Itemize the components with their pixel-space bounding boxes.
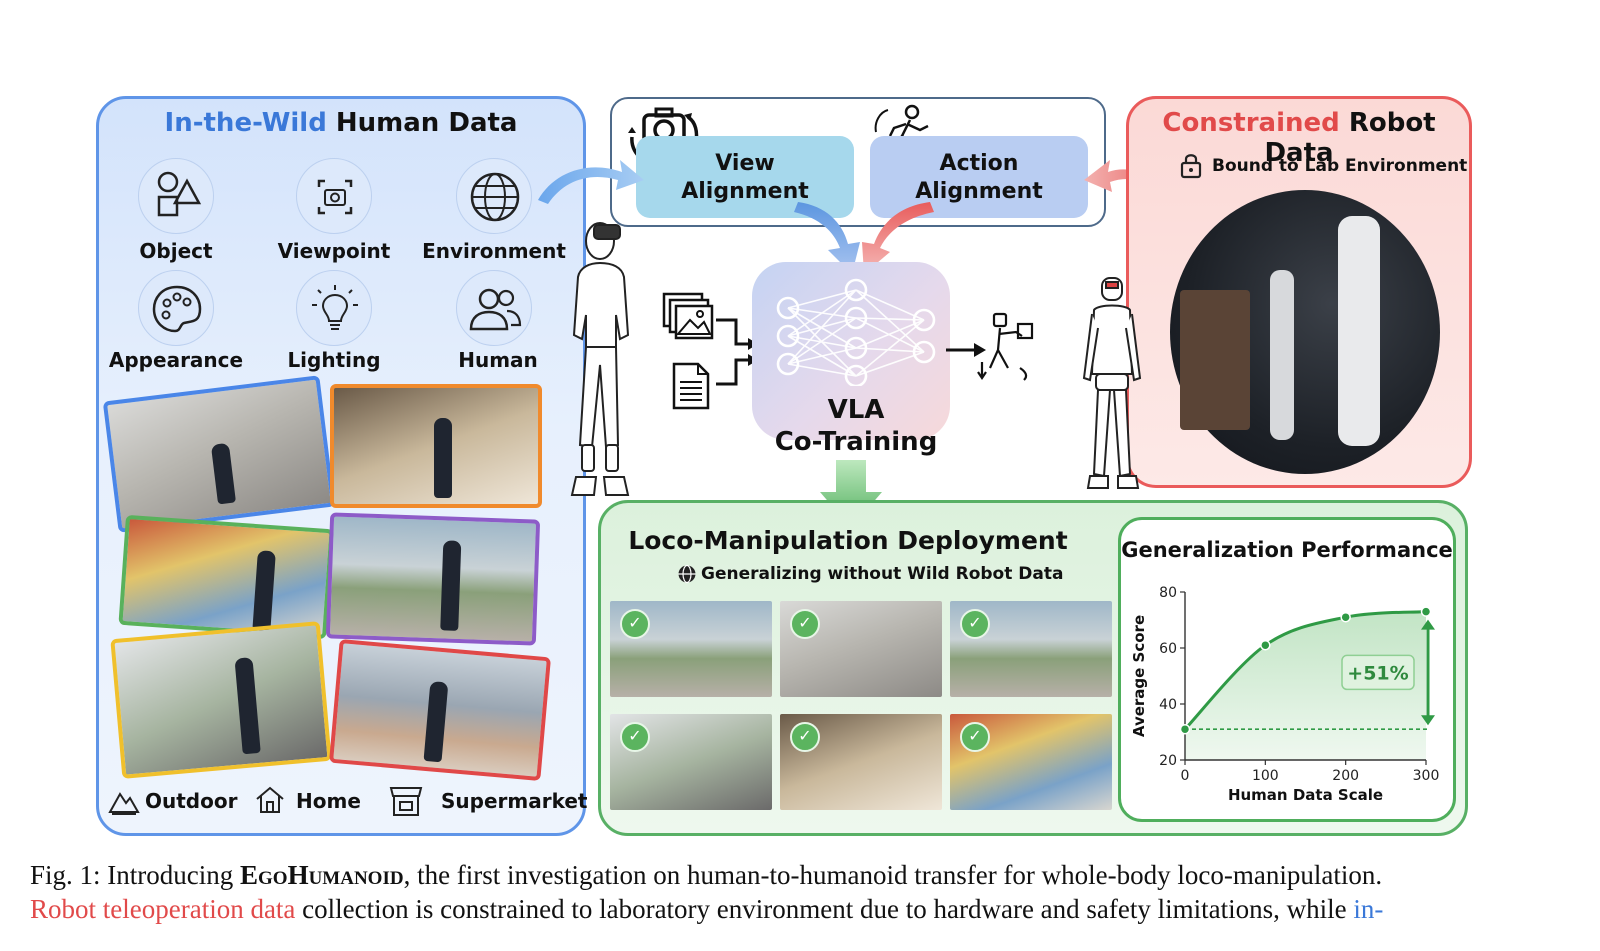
vla-line1: VLA (827, 395, 885, 425)
x-tick-label: 0 (1181, 768, 1190, 784)
human-with-headset-figure (570, 222, 630, 496)
attr-label-environment: Environment (422, 239, 566, 263)
action-alignment-line2: Alignment (915, 179, 1043, 204)
house-icon (254, 784, 286, 816)
gain-label: +51% (1347, 662, 1408, 684)
robot-to-action-arrow (1084, 160, 1176, 206)
area-fill (1185, 611, 1426, 760)
check-icon: ✓ (620, 609, 650, 639)
photo-city-street (328, 638, 552, 782)
lightbulb-icon (296, 270, 372, 346)
caption-label: Fig. 1: Introducing (30, 860, 240, 890)
action-alignment-line1: Action (939, 151, 1019, 176)
generalization-title: Generalization Performance (1121, 538, 1453, 562)
y-tick-label: 20 (1159, 753, 1177, 769)
store-icon (388, 784, 424, 818)
palette-icon (138, 270, 214, 346)
photo-home-bedroom (102, 375, 336, 533)
y-tick-label: 60 (1159, 641, 1177, 657)
check-icon: ✓ (620, 722, 650, 752)
data-point-2 (1340, 611, 1351, 623)
photo-office (110, 621, 332, 779)
people-icon (456, 270, 532, 346)
photo-outdoor-plaza (325, 512, 541, 646)
vla-to-deployment-arrow (820, 460, 882, 528)
robot-title-rest: Robot Data (1264, 108, 1436, 168)
title-rest: Human Data (335, 108, 518, 138)
shapes-icon (138, 158, 214, 234)
deploy-thumb-6: ✓ (950, 714, 1112, 810)
view-alignment-line2: Alignment (681, 179, 809, 204)
location-label-outdoor: Outdoor (145, 789, 238, 813)
y-axis-label: Average Score (1130, 615, 1148, 737)
caption-blue-text: in- (1353, 894, 1384, 924)
gain-label-box (1341, 654, 1415, 691)
attr-label-viewpoint: Viewpoint (277, 239, 391, 263)
caption-red-text: Robot teleoperation data (30, 894, 296, 924)
caption-mid-text: collection is constrained to laboratory … (295, 894, 1354, 924)
deploy-thumb-5: ✓ (780, 714, 942, 810)
attr-label-human: Human (458, 348, 538, 372)
view-alignment-chip: View Alignment (636, 136, 854, 218)
location-label-home: Home (296, 789, 361, 813)
globe-icon (456, 158, 532, 234)
image-stack-icon (662, 292, 714, 340)
gain-arrow-head-up (1421, 619, 1435, 630)
human-to-view-arrow (538, 160, 644, 204)
action-alignment-chip: Action Alignment (870, 136, 1088, 218)
lock-icon (1180, 154, 1202, 179)
robot-data-title: Constrained Robot Data (1126, 108, 1472, 168)
view-alignment-line1: View (715, 151, 775, 176)
deploy-thumb-4: ✓ (610, 714, 772, 810)
lab-robot-photo (1170, 190, 1440, 474)
data-point-0 (1179, 723, 1191, 735)
location-label-supermarket: Supermarket (441, 789, 588, 813)
series-line (1183, 610, 1427, 731)
x-axis-label: Human Data Scale (1228, 786, 1383, 804)
camera-viewfinder-icon (296, 158, 372, 234)
vla-title: VLA Co-Training (752, 394, 960, 458)
deploy-thumb-3: ✓ (950, 601, 1112, 697)
check-icon: ✓ (790, 609, 820, 639)
photo-home-shelf (330, 384, 542, 508)
attr-label-appearance: Appearance (108, 348, 244, 372)
gain-arrow-head-down (1421, 715, 1435, 726)
caption-line-2: Robot teleoperation data collection is c… (30, 894, 1383, 925)
data-point-1 (1260, 639, 1271, 651)
caption-name: EgoHumanoid (240, 860, 404, 890)
wild-human-data-title: In-the-Wild Human Data (96, 108, 586, 138)
robot-data-subtitle: Bound to Lab Environment (1212, 156, 1468, 176)
globe-small-icon (678, 564, 696, 584)
caption-line-1: Fig. 1: Introducing EgoHumanoid, the fir… (30, 860, 1382, 891)
y-tick-label: 80 (1159, 585, 1177, 601)
neural-network-icon (776, 278, 936, 386)
robot-title-highlight: Constrained (1162, 108, 1340, 138)
attr-label-lighting: Lighting (287, 348, 381, 372)
robot-action-icon (977, 312, 1034, 381)
alignment-to-vla-arrows (794, 202, 934, 274)
deployment-subtitle: Generalizing without Wild Robot Data (701, 564, 1064, 584)
vla-line2: Co-Training (774, 427, 938, 457)
title-highlight: In-the-Wild (164, 108, 327, 138)
caption-line1-rest: , the first investigation on human-to-hu… (403, 860, 1383, 890)
x-tick-label: 300 (1413, 768, 1440, 784)
y-tick-label: 40 (1159, 697, 1177, 713)
attr-label-object: Object (139, 239, 213, 263)
document-icon (672, 362, 710, 410)
deploy-thumb-1: ✓ (610, 601, 772, 697)
check-icon: ✓ (960, 722, 990, 752)
mountain-icon (108, 786, 140, 816)
check-icon: ✓ (790, 722, 820, 752)
x-tick-label: 200 (1332, 768, 1359, 784)
x-tick-label: 100 (1252, 768, 1279, 784)
humanoid-robot-figure (1082, 277, 1142, 489)
photo-supermarket (118, 514, 334, 640)
deployment-title: Loco-Manipulation Deployment (628, 526, 1068, 555)
output-arrow (946, 343, 986, 357)
check-icon: ✓ (960, 609, 990, 639)
deploy-thumb-2: ✓ (780, 601, 942, 697)
data-point-3 (1420, 606, 1432, 617)
